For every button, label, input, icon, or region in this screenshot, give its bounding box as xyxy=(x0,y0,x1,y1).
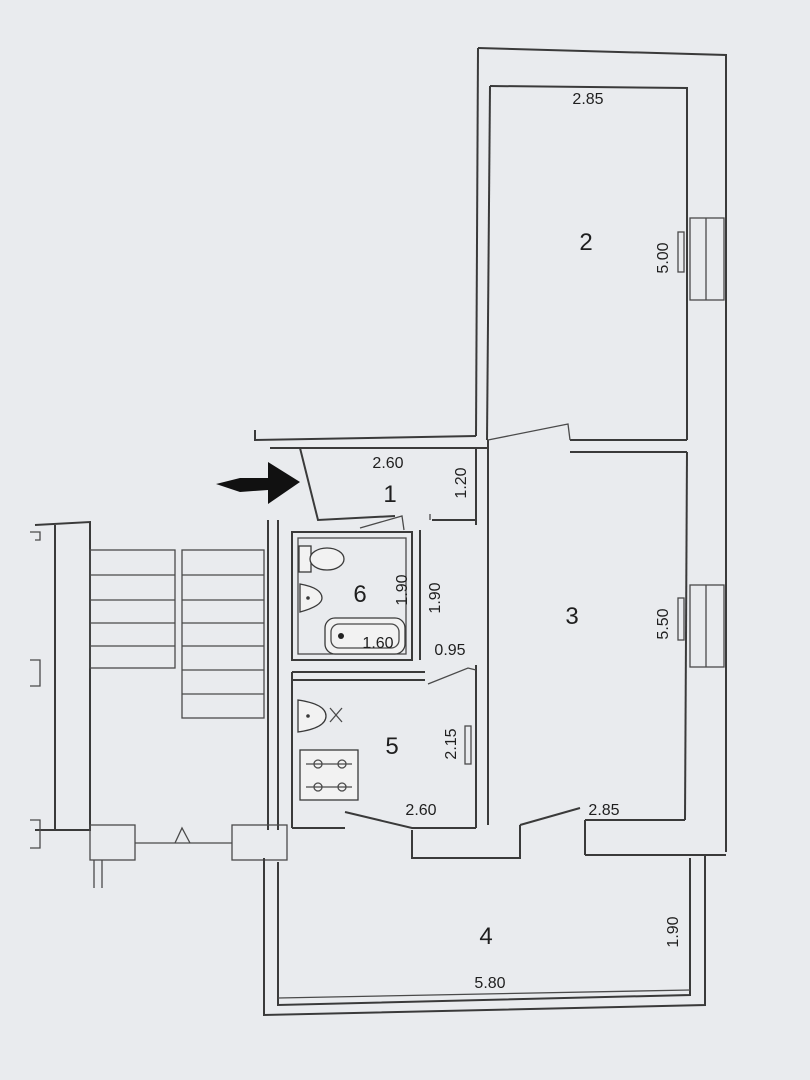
doors xyxy=(359,423,571,685)
room-2-length-label: 5.00 xyxy=(655,242,672,273)
window-room-3 xyxy=(689,584,725,668)
room-4-width-label: 5.80 xyxy=(474,975,505,992)
corridor-length-label: 1.90 xyxy=(427,582,444,613)
room-6-number: 6 xyxy=(353,581,366,608)
room-1-length-label: 1.20 xyxy=(453,467,470,498)
room-2-width-label: 2.85 xyxy=(572,91,603,108)
balcony-walls xyxy=(263,856,706,1017)
dimension-markers xyxy=(464,231,685,765)
outer-walls xyxy=(254,47,727,856)
room-1-width-label: 2.60 xyxy=(372,455,403,472)
corridor-width-label: 0.95 xyxy=(434,642,465,659)
room-3-width-label: 2.85 xyxy=(588,802,619,819)
room-4-number: 4 xyxy=(479,923,492,950)
stairwell xyxy=(30,520,288,888)
room-4-length-label: 1.90 xyxy=(665,916,682,947)
window-room-2 xyxy=(689,217,725,301)
toilet-icon xyxy=(298,545,345,573)
sink-icon xyxy=(299,583,323,613)
room-1-number: 1 xyxy=(383,481,396,508)
room-3-length-label: 5.50 xyxy=(655,608,672,639)
bathtub-icon xyxy=(324,617,406,655)
entrance-arrow-icon xyxy=(216,462,300,504)
room-3-number: 3 xyxy=(565,603,578,630)
room-5-width-label: 2.60 xyxy=(405,802,436,819)
room-6-width-label: 1.60 xyxy=(362,635,393,652)
stove-icon xyxy=(299,749,359,801)
room-5-length-label: 2.15 xyxy=(443,728,460,759)
room-6-length-label: 1.90 xyxy=(394,574,411,605)
room-2-number: 2 xyxy=(579,229,592,256)
kitchen-sink-icon xyxy=(297,699,343,733)
room-5-number: 5 xyxy=(385,733,398,760)
